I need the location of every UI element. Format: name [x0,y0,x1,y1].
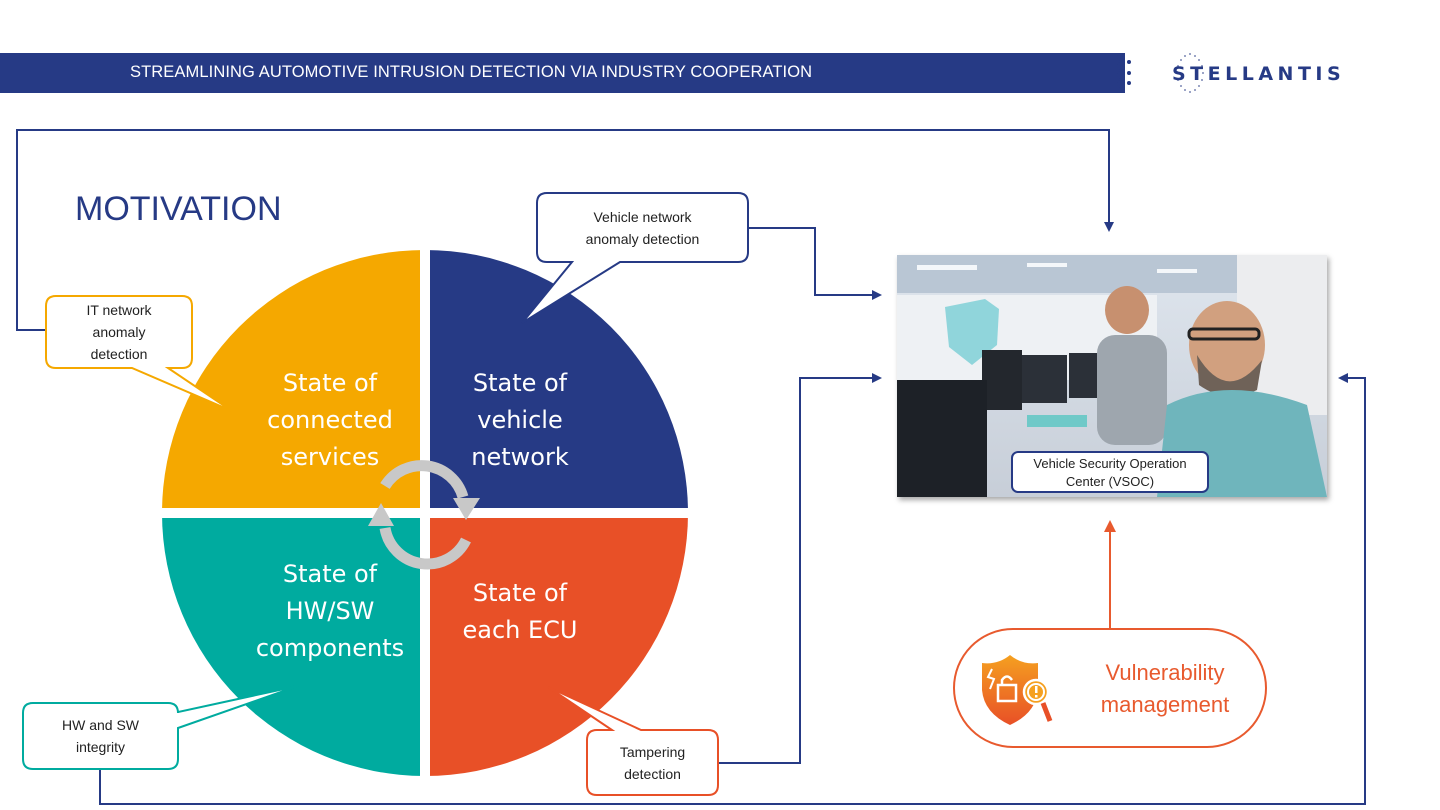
header-dots-edge [1115,53,1131,93]
vulnerability-management-label: Vulnerability management [1100,660,1230,717]
stellantis-logo-mark-icon [1176,53,1204,93]
shield-graphic [945,299,999,365]
vsoc-label: Vehicle Security Operation Center (VSOC) [1011,451,1209,493]
section-title: MOTIVATION [75,190,282,228]
vsoc-photo [897,255,1327,497]
connector-vehicle-to-vsoc [748,227,882,300]
quadrant-label-connected-services: State of connected services [267,369,393,471]
stellantis-logo: STELLANTIS [1172,63,1346,85]
callout-tampering-shape [547,686,719,796]
connector-hwsw-to-vsoc [99,373,1366,805]
callout-hw-sw-integrity-shape [22,685,299,770]
quadrant-label-each-ecu: State of each ECU [462,579,578,644]
connector-it-to-vsoc [16,129,1114,331]
callout-vehicle-network-shape [521,192,749,324]
quadrant-label-hw-sw-components: State of HW/SW components [255,560,405,662]
cycle-arrowhead-2 [368,503,394,526]
connector-tampering-to-vsoc [718,373,882,764]
cycle-arrows-icon [379,460,471,570]
callout-vehicle-network: Vehicle network anomaly detection [585,209,700,247]
cycle-arrowhead-1 [453,498,480,520]
callout-it-network: IT network anomaly detection [86,302,152,362]
callout-hw-sw-integrity: HW and SW integrity [61,717,139,755]
header-title: STREAMLINING AUTOMOTIVE INTRUSION DETECT… [130,63,813,81]
callout-tampering: Tampering detection [619,744,686,782]
vulnerability-management-pill [953,628,1267,748]
callout-it-network-shape [45,295,233,412]
quadrant-label-vehicle-network: State of vehicle network [471,369,569,471]
shield-unlock-magnifier-icon [982,655,1053,725]
header-bar [0,53,1131,93]
vsoc-photo-illustration [897,255,1327,497]
